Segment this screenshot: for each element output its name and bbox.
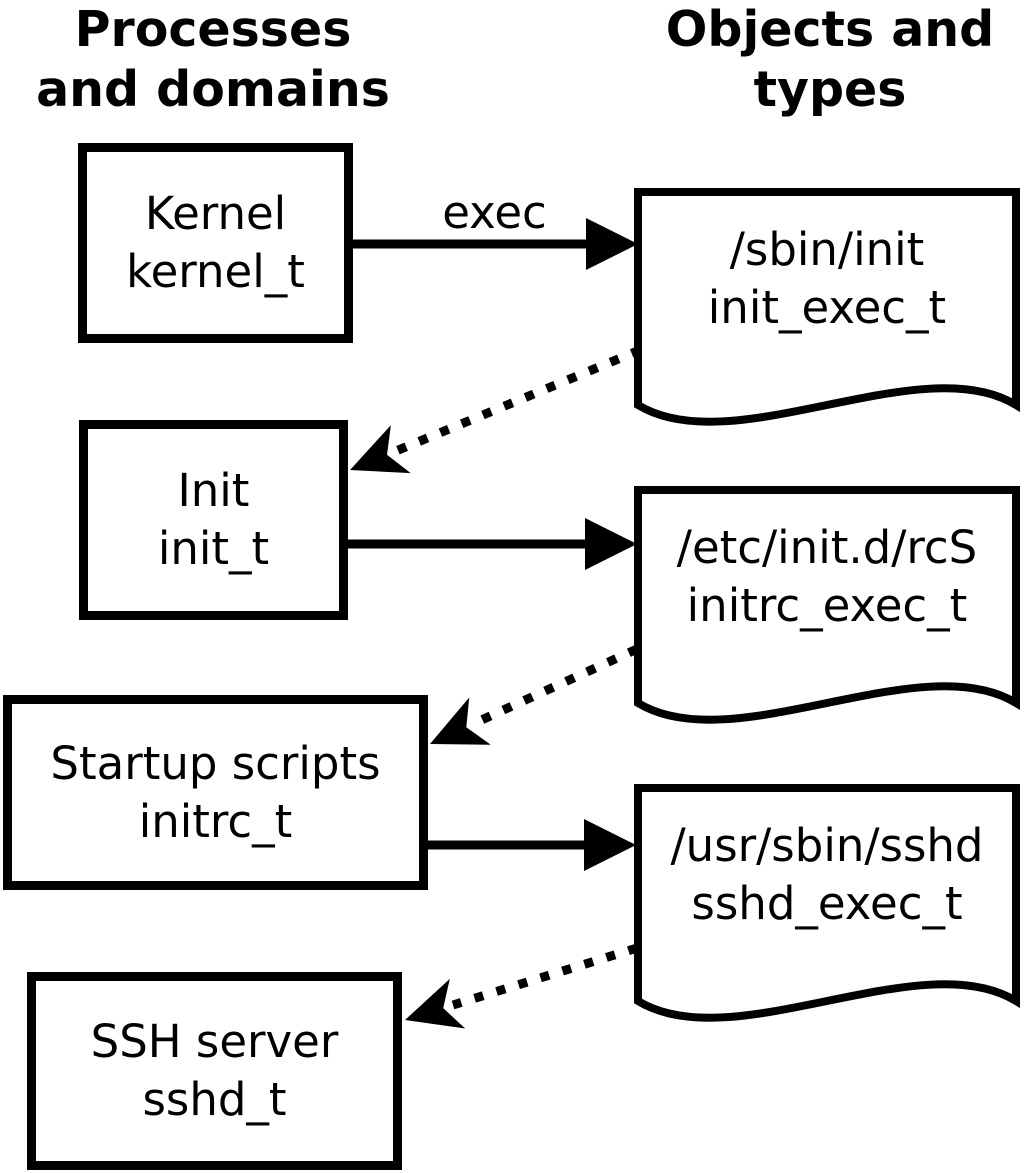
document-shape-usr-sbin-sshd [634, 784, 1020, 1022]
stealth-arrowhead-icon [430, 697, 491, 745]
object-label-usr-sbin-sshd: /usr/sbin/sshd sshd_exec_t [638, 817, 1016, 933]
process-domain-type: initrc_t [138, 794, 293, 848]
column-header-processes: Processes and domains [36, 1, 390, 118]
exec-arrow-startup-to-sshd-binary [425, 819, 636, 871]
process-name: Init [177, 464, 250, 517]
object-path: /usr/sbin/sshd [670, 819, 984, 872]
column-header-objects: Objects and types [665, 1, 995, 118]
object-path: /sbin/init [729, 223, 925, 276]
document-shape-etc-initd-rcs [634, 486, 1020, 724]
exec-arrow-kernel-to-init-binary [350, 218, 638, 270]
stealth-arrowhead-icon [350, 425, 411, 474]
stealth-arrowhead-icon [405, 978, 466, 1029]
process-name: Kernel [144, 187, 287, 240]
exec-arrow-init-to-rcs-script [345, 518, 637, 570]
process-name: SSH server [90, 1015, 339, 1068]
object-label-etc-initd-rcs: /etc/init.d/rcS initrc_exec_t [638, 519, 1016, 635]
process-box-ssh-server: SSH server sshd_t [27, 972, 402, 1170]
arrowhead-icon [586, 218, 638, 270]
transition-arrow-rcs-script-to-initrc-domain [430, 644, 639, 745]
transition-arrow-sshd-binary-to-sshd-domain [405, 943, 639, 1029]
process-box-kernel: Kernel kernel_t [78, 143, 353, 343]
arrowhead-icon [584, 819, 636, 871]
process-box-init: Init init_t [79, 420, 348, 620]
process-box-startup-scripts: Startup scripts initrc_t [3, 695, 428, 890]
exec-arrow-label: exec [442, 186, 547, 239]
object-type: sshd_exec_t [691, 877, 963, 930]
object-path: /etc/init.d/rcS [676, 521, 978, 574]
document-shape-sbin-init [634, 188, 1020, 426]
process-domain-type: sshd_t [142, 1073, 287, 1126]
transition-arrow-init-binary-to-init-domain [350, 345, 642, 474]
process-domain-type: init_t [157, 522, 270, 575]
process-name: Startup scripts [50, 736, 381, 790]
object-type: initrc_exec_t [686, 579, 968, 632]
object-label-sbin-init: /sbin/init init_exec_t [638, 221, 1016, 337]
process-domain-type: kernel_t [126, 245, 305, 298]
arrowhead-icon [585, 518, 637, 570]
object-type: init_exec_t [707, 281, 947, 334]
